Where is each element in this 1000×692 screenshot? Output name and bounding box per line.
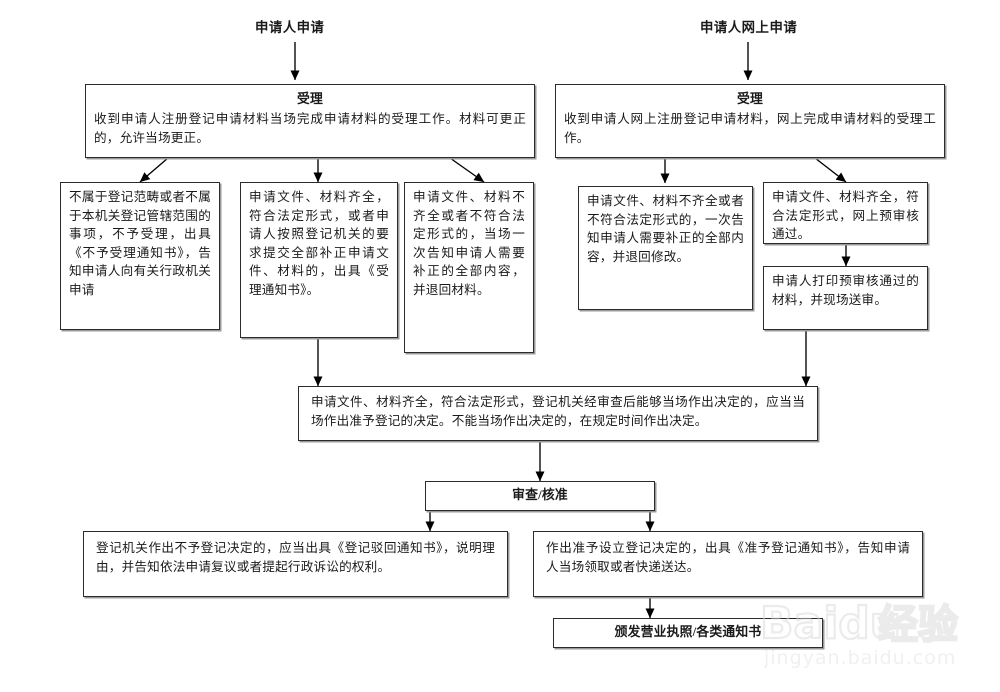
node-incomplete-online[interactable]: 申请文件、材料不齐全或者不符合法定形式的，一次告知申请人需要补正的全部内容，并退… <box>578 186 753 310</box>
node-online-prepass-inner: 申请文件、材料齐全，符合法定形式，网上预审核通过。 <box>772 190 919 241</box>
node-accept-onsite-body: 收到申请人注册登记申请材料当场完成申请材料的受理工作。材料可更正的，允许当场更正… <box>94 112 526 145</box>
node-accept-onsite-inner: 受理收到申请人注册登记申请材料当场完成申请材料的受理工作。材料可更正的，允许当场… <box>86 85 534 151</box>
arrow-accept-to-reject <box>139 157 169 183</box>
node-accept-onsite-title: 受理 <box>297 92 323 106</box>
node-accept-complete[interactable]: 申请文件、材料齐全，符合法定形式，或者申请人按照登记机关的要求提交全部补正申请文… <box>240 182 398 338</box>
heading-applicant-onsite: 申请人申请 <box>255 20 325 35</box>
node-reject-scope[interactable]: 不属于登记范畴或者不属于本机关登记管辖范围的事项，不予受理，出具《不予受理通知书… <box>60 182 220 330</box>
node-refuse-registration-inner: 登记机关作出不予登记决定的，应当出具《登记驳回通知书》，说明理由，并告知依法申请… <box>96 541 495 574</box>
node-accept-complete-inner: 申请文件、材料齐全，符合法定形式，或者申请人按照登记机关的要求提交全部补正申请文… <box>249 190 389 297</box>
arrow-accept-to-incomplete <box>449 157 485 183</box>
node-approve-registration-inner: 作出准予设立登记决定的，出具《准予登记通知书》，告知申请人当场领取或者快递送达。 <box>546 541 910 574</box>
node-review-approve-title: 审查/核准 <box>512 488 568 503</box>
node-decision-rule[interactable]: 申请文件、材料齐全，符合法定形式，登记机关经审查后能够当场作出决定的，应当当场作… <box>298 386 818 441</box>
node-accept-onsite[interactable]: 受理收到申请人注册登记申请材料当场完成申请材料的受理工作。材料可更正的，允许当场… <box>85 84 535 158</box>
node-accept-online-body: 收到申请人网上注册登记申请材料，网上完成申请材料的受理工作。 <box>564 112 936 145</box>
node-incomplete-online-inner: 申请文件、材料不齐全或者不符合法定形式的，一次告知申请人需要补正的全部内容，并退… <box>587 194 744 264</box>
node-decision-rule-inner: 申请文件、材料齐全，符合法定形式，登记机关经审查后能够当场作出决定的，应当当场作… <box>311 395 805 428</box>
node-approve-registration[interactable]: 作出准予设立登记决定的，出具《准予登记通知书》，告知申请人当场领取或者快递送达。 <box>533 531 923 597</box>
node-review-approve[interactable]: 审查/核准 <box>425 481 655 511</box>
watermark-url: jingyan.baidu.com <box>763 647 956 669</box>
node-reject-scope-inner: 不属于登记范畴或者不属于本机关登记管辖范围的事项，不予受理，出具《不予受理通知书… <box>69 190 211 297</box>
node-incomplete-onsite[interactable]: 申请文件、材料不齐全或者不符合法定形式的，当场一次告知申请人需要补正的全部内容，… <box>404 182 534 353</box>
node-issue-license-inner: 颁发营业执照/各类通知书 <box>554 619 822 647</box>
node-print-submit-inner: 申请人打印预审核通过的材料，并现场送审。 <box>772 274 919 307</box>
heading-applicant-online: 申请人网上申请 <box>700 20 798 35</box>
node-issue-license-title: 颁发营业执照/各类通知书 <box>614 625 762 640</box>
node-accept-online-title: 受理 <box>737 92 763 106</box>
watermark-brand-cn: 经验 <box>878 602 958 648</box>
node-print-submit[interactable]: 申请人打印预审核通过的材料，并现场送审。 <box>763 266 928 330</box>
node-online-prepass[interactable]: 申请文件、材料齐全，符合法定形式，网上预审核通过。 <box>763 182 928 244</box>
node-refuse-registration[interactable]: 登记机关作出不予登记决定的，应当出具《登记驳回通知书》，说明理由，并告知依法申请… <box>83 531 508 597</box>
node-accept-online-inner: 受理收到申请人网上注册登记申请材料，网上完成申请材料的受理工作。 <box>556 85 944 151</box>
node-issue-license[interactable]: 颁发营业执照/各类通知书 <box>553 618 823 648</box>
node-incomplete-onsite-inner: 申请文件、材料不齐全或者不符合法定形式的，当场一次告知申请人需要补正的全部内容，… <box>413 190 525 297</box>
node-review-approve-inner: 审查/核准 <box>426 482 654 510</box>
node-accept-online[interactable]: 受理收到申请人网上注册登记申请材料，网上完成申请材料的受理工作。 <box>555 84 945 158</box>
arrow-online-to-prepass <box>814 157 847 183</box>
